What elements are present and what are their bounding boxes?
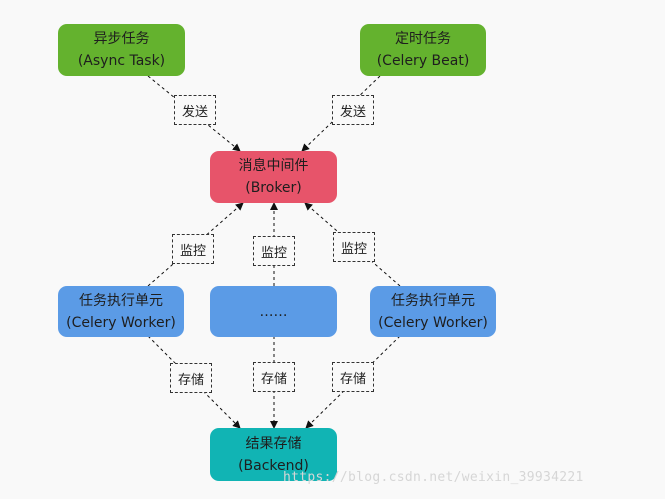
edge-label-monitor-left: 监控: [172, 234, 214, 264]
node-worker-ellipsis-title: ……: [259, 303, 288, 320]
node-worker-left: 任务执行单元 (Celery Worker): [58, 286, 184, 337]
node-async-task-title: 异步任务: [93, 31, 150, 47]
edge-label-store-mid: 存储: [253, 362, 295, 392]
edge-worker-right-to-backend: [305, 335, 401, 429]
node-broker-subtitle: (Broker): [245, 180, 302, 196]
edge-worker-left-to-backend: [147, 335, 241, 429]
node-broker-title: 消息中间件: [238, 158, 309, 174]
node-async-task: 异步任务 (Async Task): [58, 24, 185, 76]
node-celery-beat: 定时任务 (Celery Beat): [360, 24, 486, 76]
node-async-task-subtitle: (Async Task): [77, 53, 166, 69]
edge-label-send-right: 发送: [332, 95, 374, 125]
edge-label-monitor-right: 监控: [333, 232, 375, 262]
node-worker-right-subtitle: (Celery Worker): [378, 314, 488, 331]
node-backend-subtitle: (Backend): [238, 457, 309, 474]
edge-async-to-broker: [147, 75, 241, 152]
node-broker: 消息中间件 (Broker): [210, 151, 337, 203]
edge-label-monitor-mid: 监控: [253, 236, 295, 266]
node-celery-beat-title: 定时任务: [395, 31, 451, 47]
node-backend: 结果存储 (Backend): [210, 428, 337, 481]
node-worker-left-title: 任务执行单元: [79, 292, 163, 309]
node-worker-left-subtitle: (Celery Worker): [66, 314, 176, 331]
node-backend-title: 结果存储: [245, 435, 302, 452]
edge-label-send-left: 发送: [174, 95, 216, 125]
node-worker-ellipsis: ……: [210, 286, 337, 337]
edge-label-store-right: 存储: [332, 362, 374, 392]
node-worker-right: 任务执行单元 (Celery Worker): [370, 286, 496, 337]
edge-label-store-left: 存储: [170, 363, 212, 393]
node-worker-right-title: 任务执行单元: [391, 292, 475, 309]
watermark: https://blog.csdn.net/weixin_39934221: [283, 470, 584, 485]
node-celery-beat-subtitle: (Celery Beat): [376, 53, 470, 69]
